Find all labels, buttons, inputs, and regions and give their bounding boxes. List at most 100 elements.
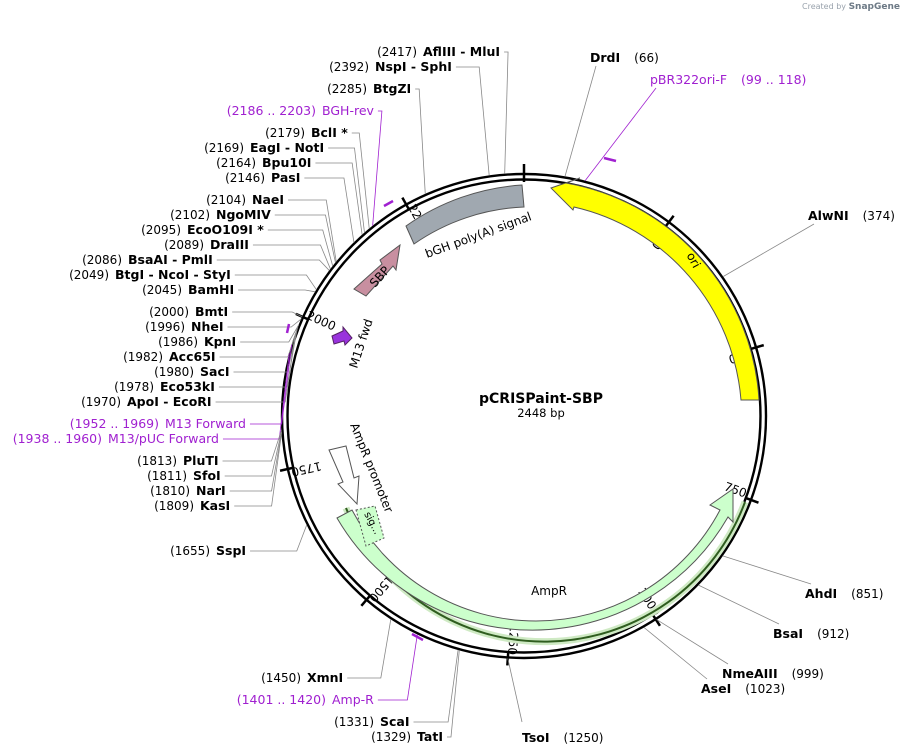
site-label: BsaI(912) [773,626,849,641]
primer-name: BGH-rev [322,103,375,118]
site-position: (1986) [158,335,198,349]
feature-sig [355,505,385,547]
leader-line [267,229,334,267]
site-label: NmeAIII(999) [722,666,824,681]
site-name: BtgZI [373,81,411,96]
feature-label-ampr: AmpR [531,584,567,598]
site-name: AhdI [805,586,837,601]
site-label: (2146) PasI [225,170,300,185]
site-name: Eco53kI [160,379,215,394]
leader-line [446,650,460,738]
site-label: (2285) BtgZI [327,81,411,96]
site-label: (1980)SacI [154,364,229,379]
site-label: (2104)NaeI [206,192,284,207]
site-label: (2045) BamHI [142,282,234,297]
site-name: NgoMIV [216,207,271,222]
site-label: AlwNI (374) [808,208,895,223]
site-label: (2102) NgoMIV [170,207,271,222]
plasmid-name: pCRISPaint-SBP [479,391,603,407]
feature-ampr [336,488,734,631]
site-name: AflIII - MluI [423,44,500,59]
site-position: (1978) [114,380,154,394]
leader-line [274,214,336,263]
tick-mark [750,343,765,351]
site-name: ApoI - EcoRI [127,394,212,409]
leader-line [315,162,363,235]
site-name: XmnI [307,670,343,685]
site-name: SspI [216,543,246,558]
site-position: (2285) [327,82,367,96]
site-position: (1996) [145,320,185,334]
leader-line [215,334,296,403]
leader-line [234,432,282,507]
site-label: (2049)BtgI - NcoI - StyI [69,267,231,282]
leader-line [584,87,657,182]
site-name: Acc65I [169,349,216,364]
leader-line [351,132,370,229]
site-position: (2164) [216,156,256,170]
feature-label-ori: ori [684,250,704,270]
site-label: (1813)PluTI [137,453,218,468]
site-name: BamHI [188,282,234,297]
tick-mark [651,614,661,627]
site-name: BclI * [311,125,348,140]
site-name: SfoI [193,468,221,483]
leader-line [218,329,298,388]
site-name: KpnI [204,334,236,349]
leader-line [413,649,459,723]
leader-line [250,524,308,552]
site-label: (1329)TatI [371,729,443,744]
site-position: (2102) [170,208,210,222]
sites-right: DrdI(66) pBR322ori-F(99 .. 118) AlwNI (374)… [522,50,895,745]
leader-line [232,311,303,318]
site-label: DrdI(66) [590,50,659,65]
site-label: (1331)ScaI [334,714,409,729]
site-position: (2169) [204,141,244,155]
site-position: (1811) [147,469,187,483]
site-position: (2045) [142,283,182,297]
leader-line [229,432,282,492]
feature-bgh-polya [405,184,525,245]
site-position: (1810) [150,484,190,498]
site-label: (1450)XmnI [261,670,343,685]
site-position: (1329) [371,730,411,744]
site-label: (2179) BclI * [265,125,348,140]
site-name: NspI - SphI [375,59,452,74]
site-position: (66) [634,51,659,65]
site-name: EagI - NotI [250,140,324,155]
site-label: (2417)AflIII - MluI [377,44,500,59]
leader-line [415,88,426,194]
site-label: (1996)NheI [145,319,223,334]
snapgene-credit: Created by SnapGene [802,2,900,12]
site-name: NarI [196,483,226,498]
leader-line [222,430,282,462]
site-name: AlwNI [808,208,849,223]
site-name: PasI [271,170,300,185]
site-position: (2146) [225,171,265,185]
site-label: (1982) Acc65I [123,349,215,364]
site-name: BsaI [773,626,803,641]
snapgene-logo: SnapGene [848,2,900,12]
primer-position: (1938 .. 1960) [13,431,102,446]
site-label: TsoI(1250) [522,730,603,745]
leader-line [234,274,317,290]
site-label: AseI(1023) [701,681,785,696]
site-name: EcoO109I * [187,222,264,237]
site-label: (2095)EcoO109I * [141,222,264,237]
site-name: NaeI [252,192,284,207]
site-position: (374) [863,209,895,223]
site-position: (1813) [137,454,177,468]
site-label: (1938 .. 1960)M13/pUC Forward [13,431,219,446]
site-label: pBR322ori-F(99 .. 118) [650,72,806,87]
site-position: (1982) [123,350,163,364]
site-label: (1810) NarI [150,483,226,498]
site-position: (2179) [265,126,305,140]
leader-line [227,318,302,328]
feature-label-m13-fwd: M13 fwd [347,317,376,370]
tick-mark [745,497,759,504]
primer-position: (2186 .. 2203) [227,103,316,118]
feature-m13-fwd [331,325,353,346]
sites-left: (2417)AflIII - MluI(2392)NspI - SphI(228… [13,44,500,744]
primer-name: pBR322ori-F [650,72,727,87]
site-label: AhdI(851) [805,586,883,601]
